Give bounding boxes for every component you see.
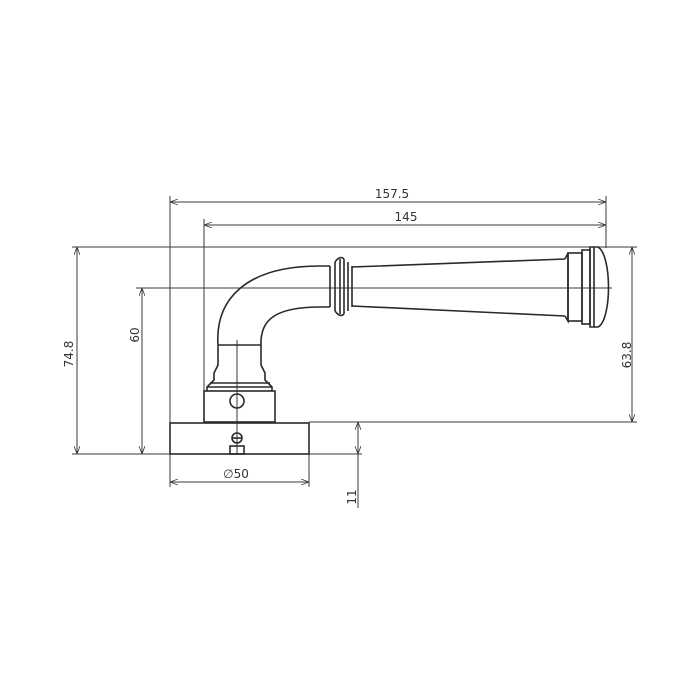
dim-text-lever-length: 145 — [395, 210, 418, 224]
neck-block — [203, 344, 276, 423]
extension-lines — [72, 196, 637, 487]
dimension-lines — [77, 202, 632, 508]
dim-text-lever-height: 63.8 — [620, 342, 634, 369]
dim-text-rose-thickness: 11 — [345, 489, 359, 504]
dim-text-rose-diameter: ∅50 — [223, 467, 249, 481]
rose-base — [169, 422, 310, 455]
dim-text-axis-height: 60 — [128, 327, 142, 342]
lever-arm — [217, 246, 610, 346]
dim-text-overall-height: 74.8 — [62, 341, 76, 368]
dim-text-overall-length: 157.5 — [375, 187, 409, 201]
